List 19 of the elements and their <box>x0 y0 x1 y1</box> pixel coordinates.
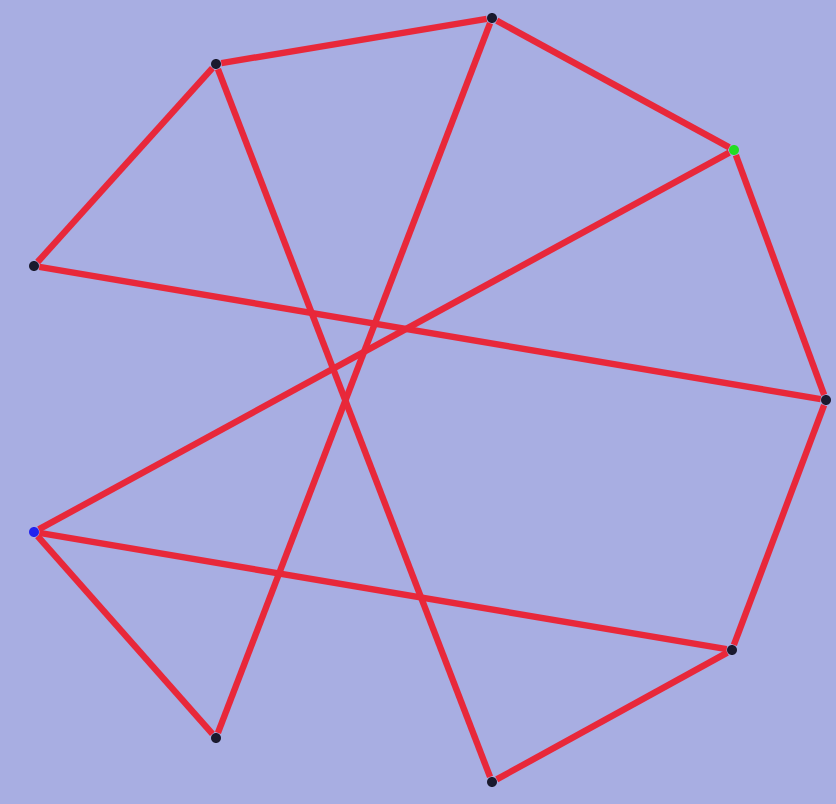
graph-vertex <box>29 261 39 271</box>
graph-vertex <box>821 395 831 405</box>
graph-vertex <box>211 733 221 743</box>
graph-vertex <box>487 777 497 787</box>
graph-edge <box>35 533 215 737</box>
graph-edge <box>38 529 728 653</box>
graph-vertex <box>727 645 737 655</box>
graph-vertex <box>29 527 39 537</box>
graph-vertex <box>211 59 221 69</box>
graph-edge <box>220 15 488 67</box>
graph-edge <box>495 17 731 151</box>
graph-edge <box>35 65 215 265</box>
graph-edge <box>495 649 729 783</box>
graph-edge <box>38 263 822 403</box>
graph-edge <box>732 154 828 397</box>
graph-vertex <box>487 13 497 23</box>
graph-edge <box>37 149 731 533</box>
graph-vertex <box>729 145 739 155</box>
graph-edge <box>730 403 828 647</box>
